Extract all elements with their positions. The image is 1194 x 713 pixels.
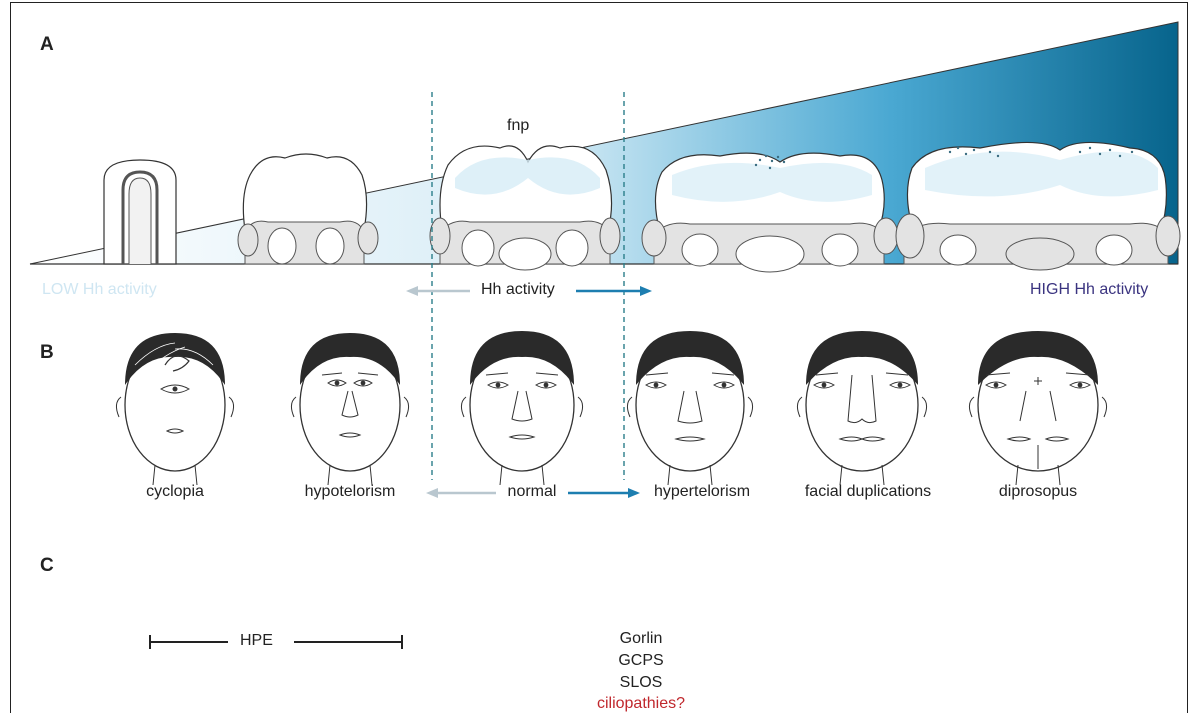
embryo-stage-3	[430, 146, 620, 270]
fnp-label: fnp	[507, 117, 529, 135]
face-label-normal: normal	[442, 483, 622, 501]
syndrome-gorlin: Gorlin	[596, 630, 686, 648]
syndrome-gcps: GCPS	[596, 652, 686, 670]
high-hh-activity-label: HIGH Hh activity	[1030, 281, 1148, 299]
face-label-cyclopia: cyclopia	[85, 483, 265, 501]
panel-letter-b: B	[40, 342, 54, 364]
face-hypotelorism	[291, 333, 408, 485]
face-hypertelorism	[627, 331, 752, 485]
embryo-stage-1	[104, 160, 176, 264]
embryo-stage-2	[238, 154, 378, 264]
arrow-right-blue-a	[576, 286, 652, 296]
syndrome-slos: SLOS	[596, 674, 686, 692]
panel-letter-c: C	[40, 555, 54, 577]
hpe-range-bar	[150, 635, 402, 649]
panel-letter-a: A	[40, 34, 54, 56]
ciliopathies-label: ciliopathies?	[586, 695, 696, 713]
embryo-stage-4	[642, 153, 898, 272]
face-label-diprosopus: diprosopus	[948, 483, 1128, 501]
face-diprosopus	[969, 331, 1106, 485]
face-label-hypertelorism: hypertelorism	[612, 483, 792, 501]
face-label-facial-duplications: facial duplications	[778, 483, 958, 501]
low-hh-activity-label: LOW Hh activity	[42, 281, 157, 299]
face-facial-duplications	[797, 331, 926, 485]
hpe-label: HPE	[240, 632, 273, 650]
face-cyclopia	[116, 333, 233, 485]
arrow-left-grey-a	[406, 286, 470, 296]
hh-activity-label: Hh activity	[481, 281, 555, 299]
embryo-stage-5	[896, 142, 1180, 270]
face-label-hypotelorism: hypotelorism	[260, 483, 440, 501]
face-normal	[461, 331, 582, 485]
